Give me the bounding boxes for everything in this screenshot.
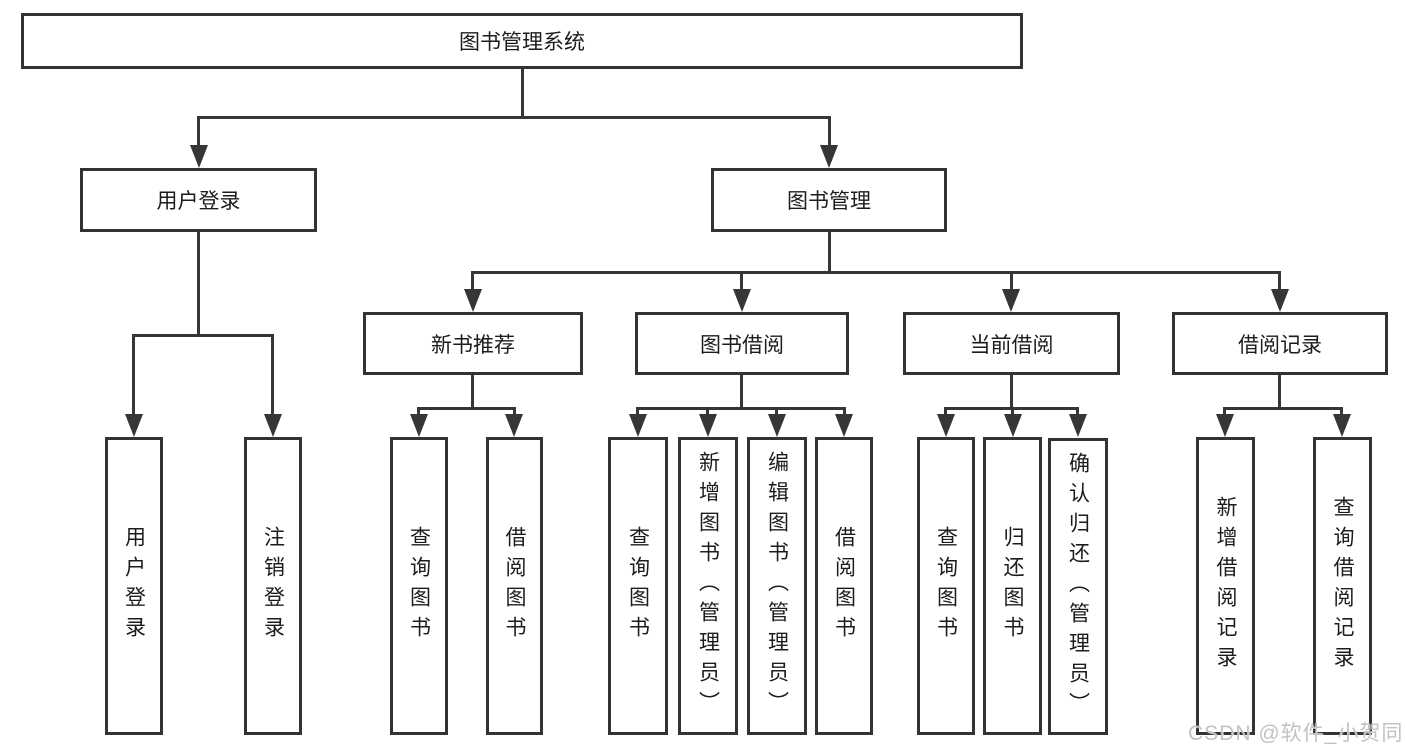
edge-line xyxy=(636,407,846,410)
leaf-add-books-admin-label: 新增图书（管理员） xyxy=(696,451,720,721)
edge-line xyxy=(1223,407,1343,410)
edge-line xyxy=(1076,407,1079,417)
arrowhead-icon xyxy=(125,414,143,437)
arrowhead-icon xyxy=(190,145,208,168)
edge-line xyxy=(132,334,274,337)
node-current-borrow-label: 当前借阅 xyxy=(969,333,1054,357)
arrowhead-icon xyxy=(464,289,482,312)
edge-line xyxy=(197,232,200,337)
leaf-query-books-1: 查询图书 xyxy=(390,437,448,735)
leaf-borrow-books-1-label: 借阅图书 xyxy=(503,526,527,646)
edge-line xyxy=(417,407,516,410)
arrowhead-icon xyxy=(629,414,647,437)
leaf-add-books-admin: 新增图书（管理员） xyxy=(678,437,738,735)
edge-line xyxy=(1278,375,1281,410)
arrowhead-icon xyxy=(768,414,786,437)
arrowhead-icon xyxy=(1216,414,1234,437)
arrowhead-icon xyxy=(820,145,838,168)
arrowhead-icon xyxy=(699,414,717,437)
arrowhead-icon xyxy=(410,414,428,437)
edge-line xyxy=(1011,407,1014,417)
edge-line xyxy=(521,69,524,118)
leaf-add-borrow-record-label: 新增借阅记录 xyxy=(1214,496,1238,676)
node-new-book-rec-label: 新书推荐 xyxy=(431,333,515,357)
node-borrow-records: 借阅记录 xyxy=(1172,312,1388,375)
arrowhead-icon xyxy=(733,289,751,312)
leaf-query-borrow-record: 查询借阅记录 xyxy=(1313,437,1372,735)
node-book-management: 图书管理 xyxy=(711,168,947,232)
leaf-query-books-2: 查询图书 xyxy=(608,437,668,735)
node-user-login: 用户登录 xyxy=(80,168,317,232)
arrowhead-icon xyxy=(1271,289,1289,312)
leaf-query-books-3-label: 查询图书 xyxy=(934,526,958,646)
arrowhead-icon xyxy=(1002,289,1020,312)
node-borrow-records-label: 借阅记录 xyxy=(1238,333,1322,357)
arrowhead-icon xyxy=(835,414,853,437)
arrowhead-icon xyxy=(1069,414,1087,437)
leaf-query-books-3: 查询图书 xyxy=(917,437,975,735)
node-book-borrow-label: 图书借阅 xyxy=(700,333,784,357)
leaf-edit-books-admin: 编辑图书（管理员） xyxy=(747,437,807,735)
edge-line xyxy=(1340,407,1343,417)
leaf-add-borrow-record: 新增借阅记录 xyxy=(1196,437,1255,735)
edge-line xyxy=(706,407,709,417)
leaf-borrow-books-2-label: 借阅图书 xyxy=(832,526,856,646)
node-book-borrow: 图书借阅 xyxy=(635,312,849,375)
edge-line xyxy=(471,271,1281,274)
arrowhead-icon xyxy=(1004,414,1022,437)
edge-line xyxy=(828,232,831,274)
leaf-query-books-2-label: 查询图书 xyxy=(626,526,650,646)
leaf-user-login: 用户登录 xyxy=(105,437,163,735)
leaf-confirm-return-admin-label: 确认归还（管理员） xyxy=(1066,451,1090,722)
leaf-edit-books-admin-label: 编辑图书（管理员） xyxy=(765,451,789,721)
arrowhead-icon xyxy=(264,414,282,437)
edge-line xyxy=(1223,407,1226,417)
edge-line xyxy=(828,116,831,148)
leaf-return-books-label: 归还图书 xyxy=(1001,526,1025,646)
edge-line xyxy=(417,407,420,417)
leaf-logout: 注销登录 xyxy=(244,437,302,735)
edge-line xyxy=(843,407,846,417)
csdn-watermark: CSDN @软件_小贺同学 xyxy=(1188,722,1404,745)
leaf-confirm-return-admin: 确认归还（管理员） xyxy=(1048,438,1108,735)
edge-line xyxy=(132,334,135,416)
edge-line xyxy=(775,407,778,417)
edge-line xyxy=(471,271,474,292)
node-root: 图书管理系统 xyxy=(21,13,1023,69)
edge-line xyxy=(944,407,947,417)
leaf-logout-label: 注销登录 xyxy=(261,526,285,646)
leaf-borrow-books-2: 借阅图书 xyxy=(815,437,873,735)
leaf-borrow-books-1: 借阅图书 xyxy=(486,437,543,735)
edge-line xyxy=(740,375,743,410)
edge-line xyxy=(1278,271,1281,292)
arrowhead-icon xyxy=(937,414,955,437)
edge-line xyxy=(197,116,200,148)
node-book-management-label: 图书管理 xyxy=(787,190,871,213)
leaf-return-books: 归还图书 xyxy=(983,437,1042,735)
arrowhead-icon xyxy=(1333,414,1351,437)
edge-line xyxy=(1010,271,1013,292)
node-user-login-label: 用户登录 xyxy=(156,190,241,213)
node-root-label: 图书管理系统 xyxy=(459,31,585,54)
node-new-book-rec: 新书推荐 xyxy=(363,312,583,375)
arrowhead-icon xyxy=(505,414,523,437)
edge-line xyxy=(271,334,274,416)
edge-line xyxy=(740,271,743,292)
edge-line xyxy=(513,407,516,417)
edge-line xyxy=(636,407,639,417)
edge-line xyxy=(471,375,474,410)
edge-line xyxy=(197,116,831,119)
node-current-borrow: 当前借阅 xyxy=(903,312,1120,375)
edge-line xyxy=(1010,375,1013,410)
leaf-user-login-label: 用户登录 xyxy=(122,526,146,646)
leaf-query-books-1-label: 查询图书 xyxy=(407,526,431,646)
leaf-query-borrow-record-label: 查询借阅记录 xyxy=(1331,496,1355,676)
